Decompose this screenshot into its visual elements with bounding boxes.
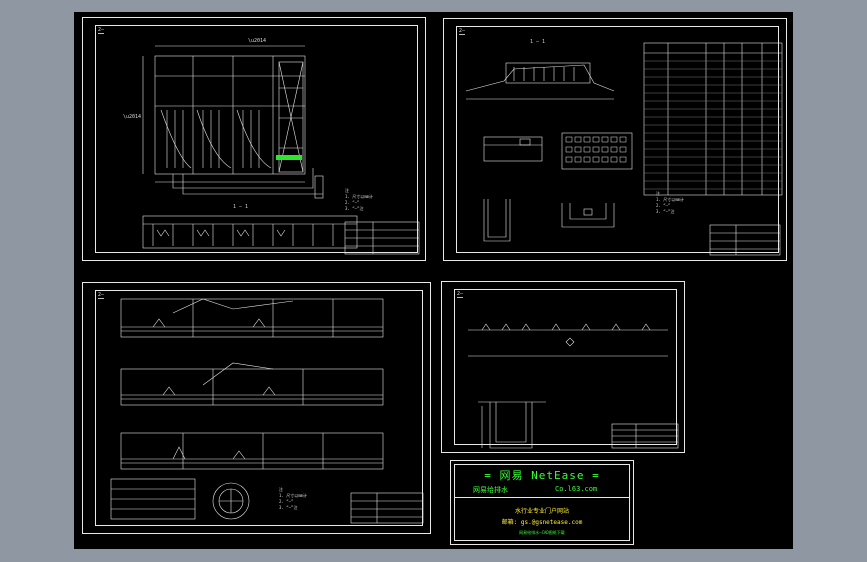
sheet-4-tag: 2— <box>457 291 464 298</box>
cad-drawing-canvas[interactable]: 2— <box>74 12 793 549</box>
sheet-3-border <box>95 290 423 526</box>
sheet-2-border <box>456 26 779 253</box>
sheet-3-linework <box>110 298 424 524</box>
sheet-3-notes: 注 1. 尺寸以mm计 2. “—” 3. “—”注 <box>279 487 308 510</box>
netease-footer: 网易给排水—CAD图纸下载 <box>519 530 565 535</box>
sheet-1-tag: 2— <box>98 27 105 34</box>
netease-right-label[interactable]: Co.l63.com <box>555 485 598 493</box>
sheet-2-section-label: 1 — 1 <box>530 39 546 45</box>
netease-email[interactable]: 邮箱: gs.@gsnetease.com <box>501 519 583 526</box>
drawing-sheet-2[interactable]: 2— <box>443 18 787 261</box>
sheet-2-tag: 2— <box>459 28 466 35</box>
sheet-1-linework: \u2014 \u2014 <box>123 38 420 255</box>
sheet-2-linework <box>465 42 783 256</box>
svg-text:\u2014: \u2014 <box>248 38 266 44</box>
sheet-2-notes: 注 1. 尺寸以mm计 2. “—” 3. “—”注 <box>656 191 685 214</box>
netease-frame <box>454 464 630 541</box>
netease-info-block[interactable]: = 网易 NetEase = 网易给排水 Co.l63.com 水行业专业门户网… <box>450 460 634 545</box>
drawing-sheet-3[interactable]: 2— <box>82 282 431 534</box>
drawing-sheet-4[interactable]: 2— <box>441 281 685 453</box>
sheet-4-linework <box>468 323 679 449</box>
netease-left-label: 网易给排水 <box>473 486 508 494</box>
sheet-1-border <box>95 25 418 253</box>
sheet-3-tag: 2— <box>98 292 105 299</box>
sheet-1-notes: 注 1. 尺寸以mm计 2. “—” 3. “—”注 <box>345 188 374 211</box>
netease-portal-label: 水行业专业门户网站 <box>514 508 569 515</box>
netease-title: = 网易 NetEase = <box>484 469 600 482</box>
netease-separator <box>455 497 629 498</box>
svg-text:\u2014: \u2014 <box>123 114 141 120</box>
sheet-1-section-label: 1 — 1 <box>233 204 249 210</box>
drawing-sheet-1[interactable]: 2— <box>82 17 426 261</box>
sheet-4-border <box>454 289 677 445</box>
